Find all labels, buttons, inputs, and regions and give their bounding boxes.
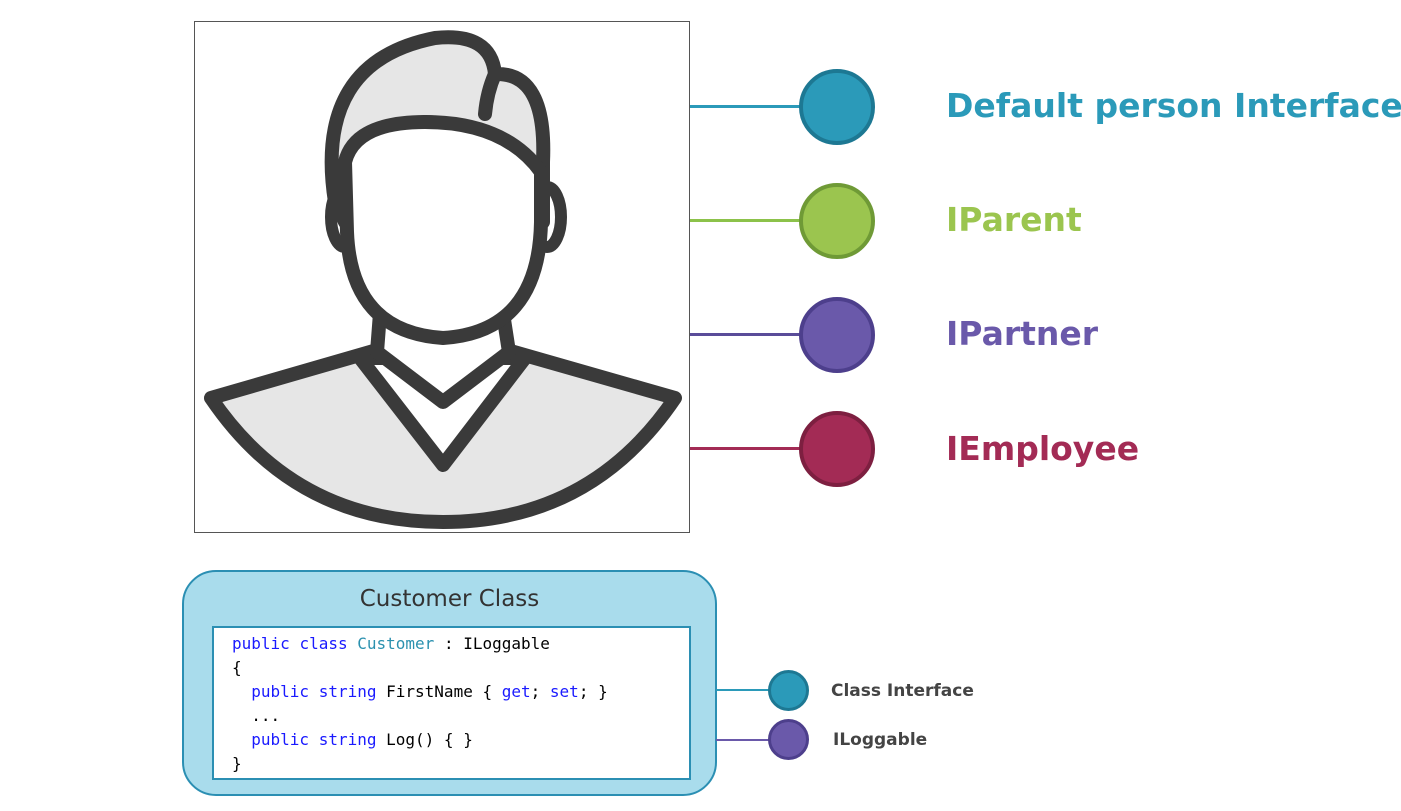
connector-line-ipartner — [690, 333, 802, 336]
iloggable-label: ILoggable — [833, 730, 928, 750]
class-interface-label: Class Interface — [831, 681, 974, 701]
person-face — [338, 115, 548, 345]
iloggable-node — [768, 719, 809, 760]
interface-label-ipartner: IPartner — [946, 314, 1099, 353]
code-keyword: public — [232, 634, 290, 653]
connector-line-iloggable — [716, 739, 772, 741]
customer-class-box: Customer Class public class Customer : I… — [182, 570, 717, 796]
interface-node-iemployee — [799, 411, 875, 487]
code-text: : ILoggable — [434, 634, 550, 653]
class-title: Customer Class — [359, 586, 540, 612]
interface-node-ipartner — [799, 297, 875, 373]
code-line-3: public string FirstName { get; set; } — [232, 680, 689, 704]
code-panel: public class Customer : ILoggable { publ… — [212, 626, 691, 780]
person-hair-part — [478, 67, 502, 121]
code-line-4: ... — [232, 704, 689, 728]
interface-node-iparent — [799, 183, 875, 259]
code-keyword: public — [251, 730, 310, 749]
code-keyword: public — [251, 682, 310, 701]
code-text: FirstName { — [376, 682, 502, 701]
connector-line-default — [690, 105, 802, 108]
interface-label-iemployee: IEmployee — [946, 429, 1140, 468]
code-text: ... — [251, 706, 281, 725]
person-icon — [204, 30, 682, 529]
code-text: ; } — [578, 682, 608, 701]
code-keyword: set — [549, 682, 579, 701]
code-keyword: string — [318, 682, 377, 701]
code-line-6: } — [232, 754, 242, 773]
interface-label-default: Default person Interface — [946, 86, 1401, 125]
code-keyword: get — [501, 682, 531, 701]
code-line-2: { — [232, 658, 242, 677]
interface-node-default — [799, 69, 875, 145]
interface-label-iparent: IParent — [946, 200, 1082, 239]
class-interface-node — [768, 670, 809, 711]
person-illustration-frame — [194, 21, 690, 533]
code-text: Log() { } — [376, 730, 473, 749]
code-keyword: class — [299, 634, 348, 653]
connector-line-class-interface — [716, 689, 772, 691]
code-line-1: public class Customer : ILoggable — [232, 632, 689, 656]
code-keyword: string — [318, 730, 377, 749]
code-line-5: public string Log() { } — [232, 728, 689, 752]
connector-line-iparent — [690, 219, 802, 222]
code-type: Customer — [357, 634, 435, 653]
connector-line-iemployee — [690, 447, 802, 450]
code-text: ; — [530, 682, 550, 701]
